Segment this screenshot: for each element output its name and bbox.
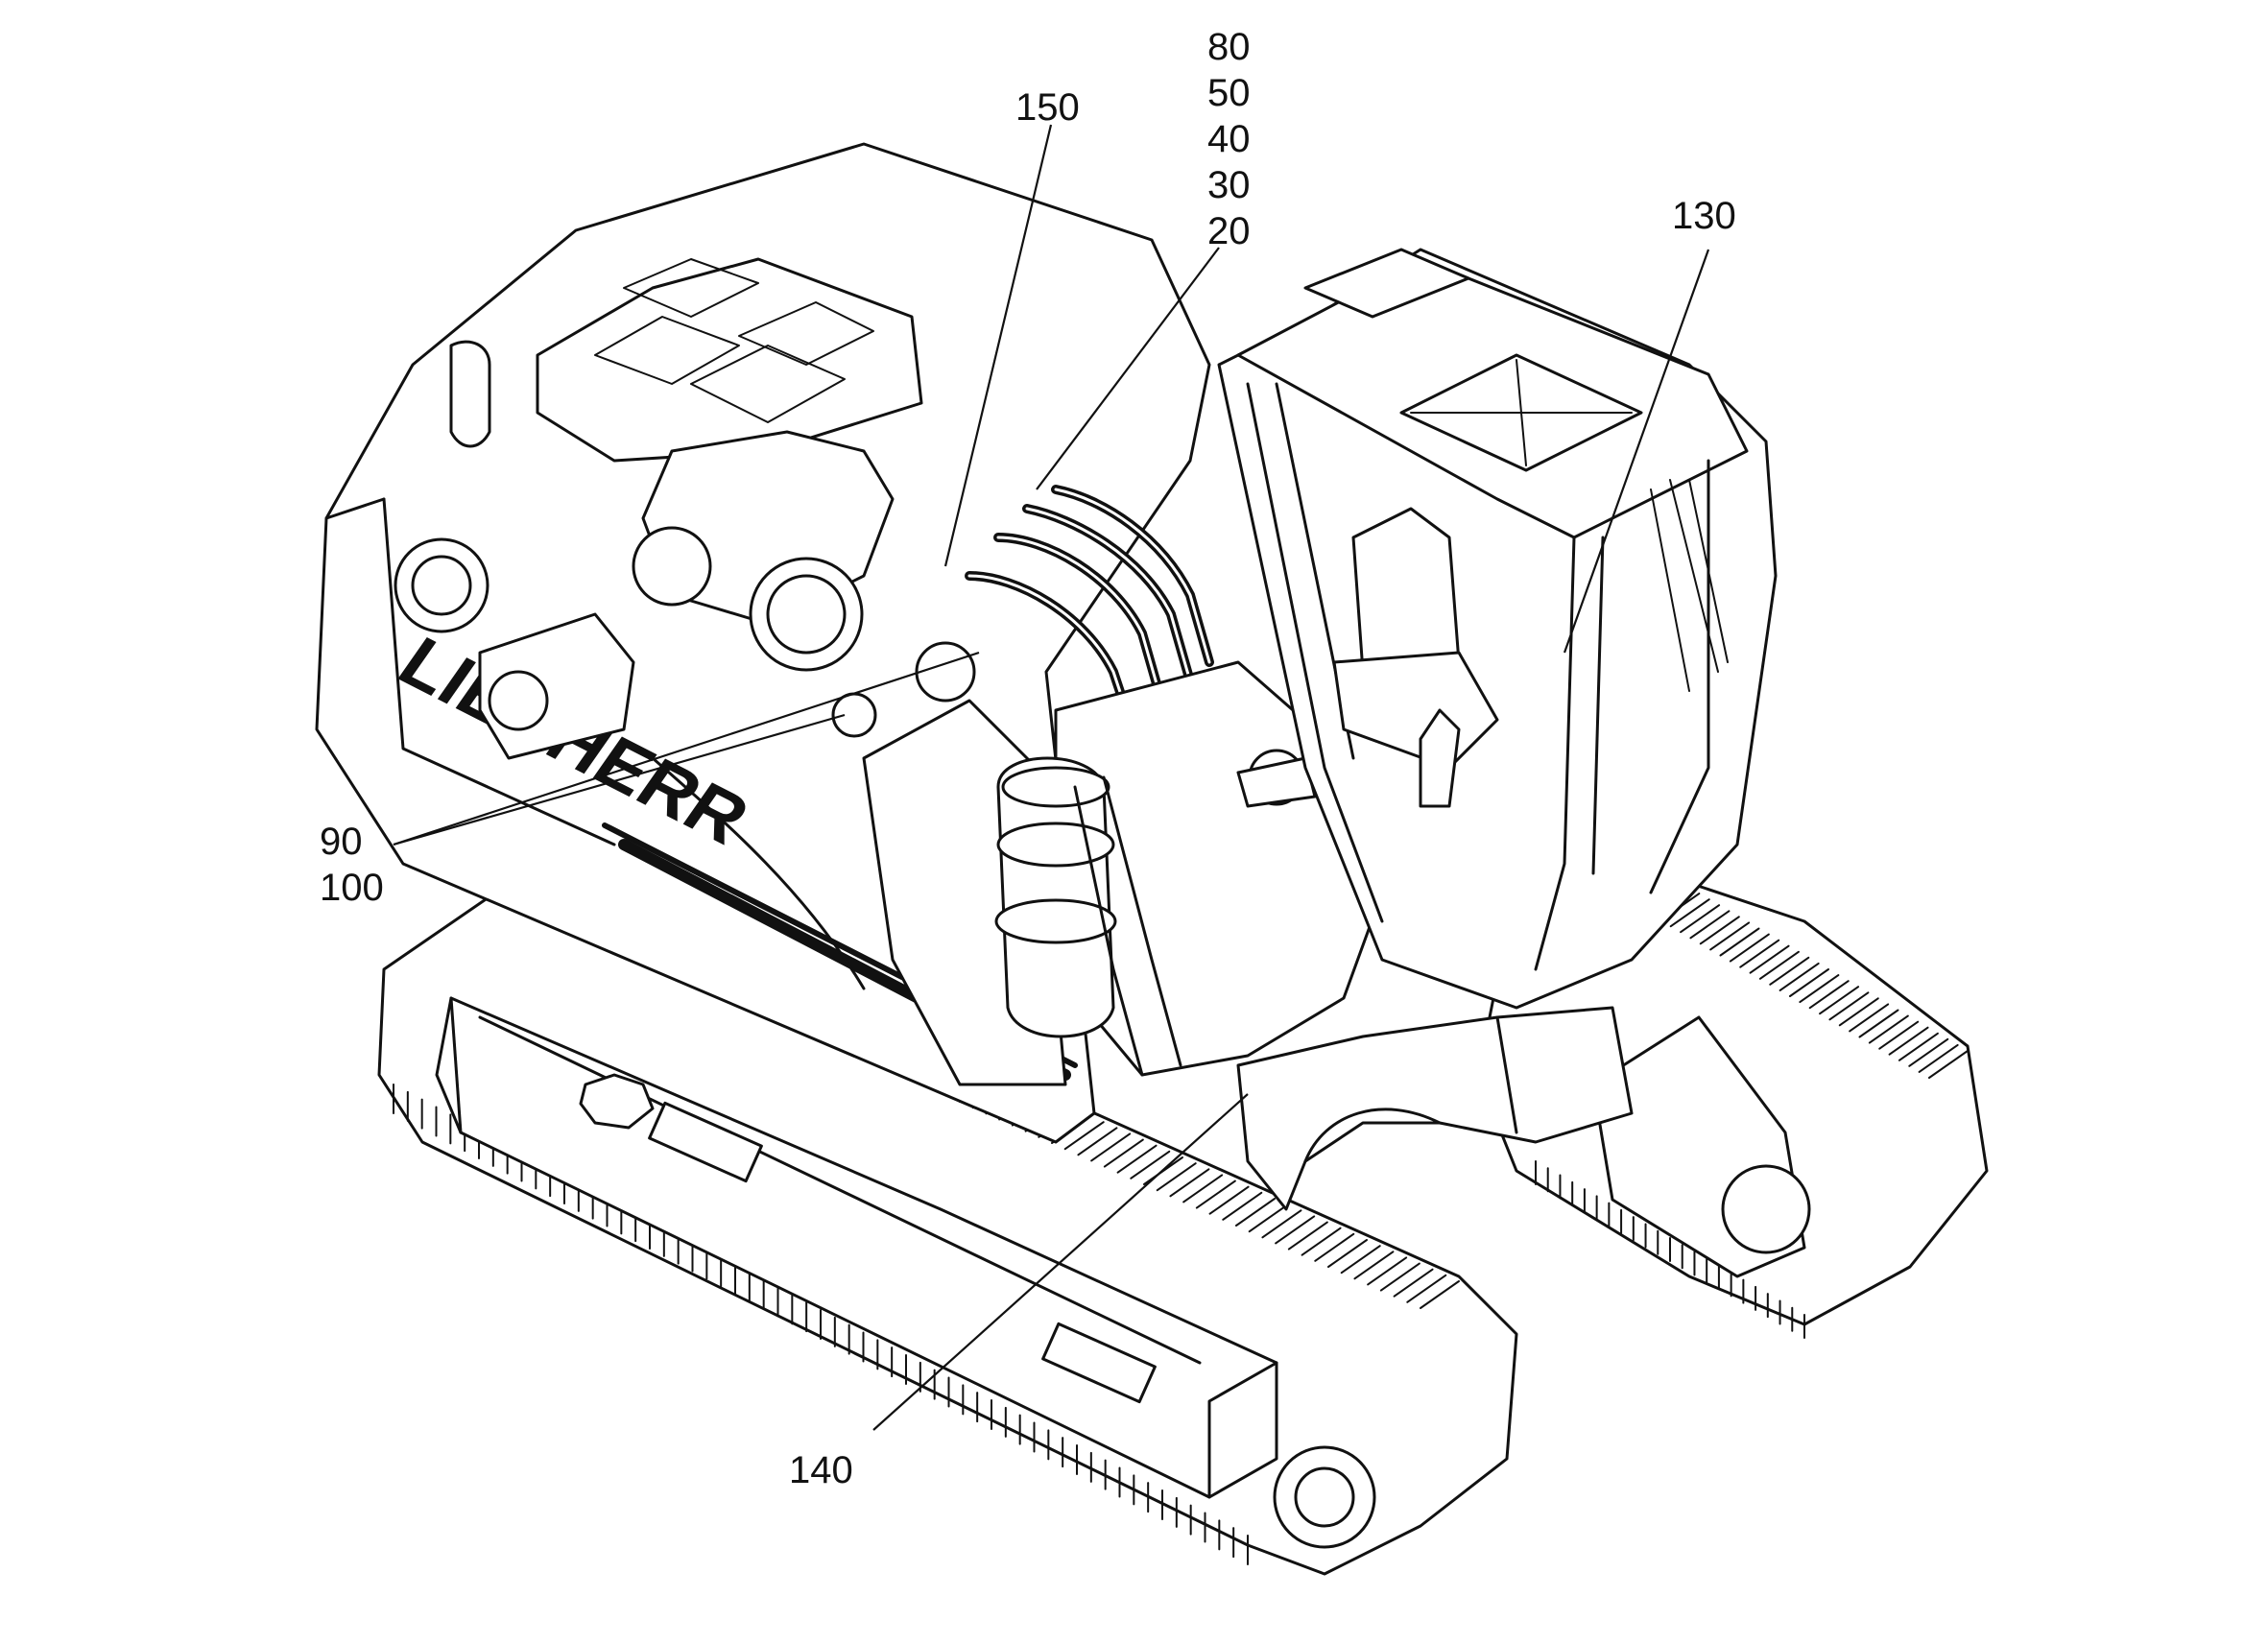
track-shoe xyxy=(1689,910,1731,940)
track-shoe xyxy=(1261,1209,1302,1239)
track-shoe xyxy=(1314,1232,1355,1262)
track-shoe xyxy=(1878,1020,1920,1050)
track-shoe xyxy=(1301,1227,1342,1256)
track-shoe xyxy=(1918,1043,1959,1073)
track-shoe xyxy=(1063,1121,1105,1151)
track-shoe xyxy=(1709,921,1751,951)
track-shoe xyxy=(1169,1168,1210,1198)
track-shoe xyxy=(1275,1215,1316,1245)
track-shoe xyxy=(1888,1026,1929,1056)
leader-150 xyxy=(943,124,1053,567)
leader-90 xyxy=(393,651,980,846)
track-shoe xyxy=(1130,1150,1171,1179)
track-shoe xyxy=(1719,927,1760,957)
track-shoe xyxy=(1353,1251,1395,1280)
leader-100 xyxy=(393,713,846,846)
track-shoe xyxy=(1769,956,1810,986)
track-shoe xyxy=(1379,1262,1420,1292)
track-shoe xyxy=(1908,1037,1949,1067)
track-shoe xyxy=(1758,950,1800,980)
track-shoe xyxy=(1327,1239,1368,1268)
callout-leaders xyxy=(393,124,1710,1431)
carbody xyxy=(1236,1006,1634,1211)
track-shoe xyxy=(1208,1185,1250,1215)
track-shoe xyxy=(1340,1245,1381,1275)
track-shoe xyxy=(1090,1132,1132,1162)
track-shoe xyxy=(1393,1268,1434,1298)
callout-150: 150 xyxy=(1015,86,1080,129)
hood-grille xyxy=(594,258,874,423)
track-shoe xyxy=(1898,1032,1939,1061)
track-shoe xyxy=(1729,933,1770,963)
track-shoe xyxy=(1849,1003,1890,1033)
callout-100: 100 xyxy=(320,867,384,909)
track-shoe xyxy=(1799,974,1840,1004)
operator-cab xyxy=(1217,248,1778,1010)
left-track xyxy=(377,862,1518,1576)
track-shoe xyxy=(1669,898,1710,928)
callout-50: 50 xyxy=(1207,72,1251,114)
track-shoe xyxy=(1838,997,1879,1027)
track-shoe xyxy=(1406,1274,1447,1303)
track-shoe xyxy=(1182,1174,1224,1203)
track-shoe xyxy=(1749,944,1790,974)
track-shoe xyxy=(1077,1127,1118,1156)
track-shoe xyxy=(1222,1191,1263,1221)
track-shoe xyxy=(1828,991,1870,1021)
callout-80: 80 xyxy=(1207,26,1251,68)
track-shoe xyxy=(1156,1162,1197,1192)
track-shoe xyxy=(1235,1198,1276,1227)
right-track xyxy=(1476,881,1989,1339)
track-shoe xyxy=(1420,1280,1460,1309)
track-shoe xyxy=(1808,980,1850,1010)
track-shoe xyxy=(1819,986,1860,1015)
track-shoe xyxy=(1287,1221,1328,1251)
track-shoe xyxy=(1367,1256,1408,1286)
track-shoe xyxy=(1739,939,1780,968)
track-shoe xyxy=(1789,968,1829,997)
callout-90: 90 xyxy=(320,821,363,863)
track-shoe xyxy=(1680,904,1721,934)
leader-140 xyxy=(872,1093,1249,1431)
callout-140: 140 xyxy=(789,1449,853,1491)
track-shoe xyxy=(1868,1014,1909,1044)
callout-40: 40 xyxy=(1207,118,1251,160)
callout-labels: 80 50 40 30 20 150 130 90 100 140 xyxy=(320,26,1736,1491)
track-shoe xyxy=(1858,1009,1899,1038)
track-shoe xyxy=(1116,1144,1158,1174)
track-shoe xyxy=(1103,1138,1144,1168)
track-shoe xyxy=(1248,1203,1289,1233)
track-shoe xyxy=(1699,916,1740,945)
callout-30: 30 xyxy=(1207,164,1251,206)
track-shoe xyxy=(1779,962,1820,991)
callout-20: 20 xyxy=(1207,210,1251,252)
callout-130: 130 xyxy=(1672,195,1736,237)
track-shoe xyxy=(1928,1050,1969,1079)
leader-20 xyxy=(1036,247,1220,490)
track-shoe xyxy=(1195,1179,1236,1209)
leader-130 xyxy=(1563,249,1710,654)
